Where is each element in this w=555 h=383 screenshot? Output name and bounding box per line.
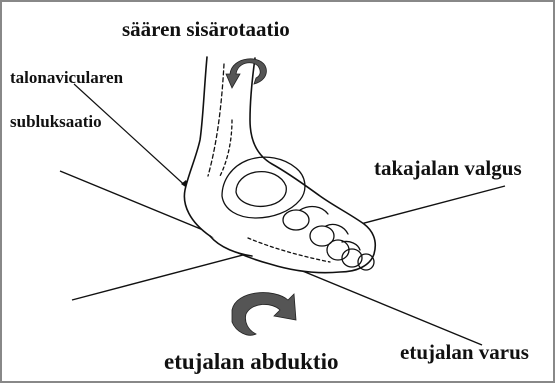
forefoot-abduction-label: etujalan abduktio [164, 350, 338, 373]
talonavicular-label: talonavicularen [10, 69, 123, 86]
tibial-rotation-label: säären sisärotaatio [122, 19, 290, 40]
abduction-arrow-icon [232, 293, 296, 336]
forefoot-varus-label: etujalan varus [400, 342, 529, 363]
subluxation-label: subluksaatio [10, 113, 102, 130]
talonavicular-leader-line [74, 84, 190, 190]
foot-outline [184, 57, 375, 273]
hindfoot-valgus-label: takajalan valgus [374, 158, 522, 179]
